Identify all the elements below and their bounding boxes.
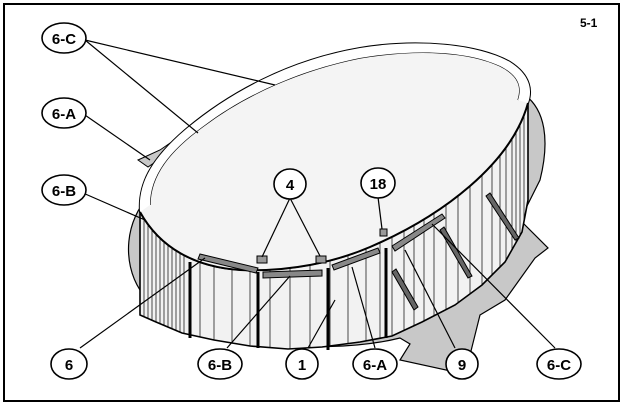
callout-label: 4 [286,177,295,194]
callout-label: 1 [298,357,306,374]
callout-label: 6-B [208,357,232,374]
callout-6c-bottom: 6-C [536,348,582,380]
callout-label: 9 [458,357,466,374]
callout-label: 6-A [52,106,76,123]
callout-label: 6-C [52,31,76,48]
callout-6-bottom: 6 [50,348,88,380]
callout-1: 1 [285,348,319,380]
callout-4: 4 [273,168,307,200]
connector-parts [256,228,388,264]
leader-lines [79,39,556,349]
callout-6a-bottom: 6-A [352,348,398,380]
callout-label: 6-C [547,357,571,374]
callout-label: 18 [370,176,387,193]
callout-label: 6-B [52,183,76,200]
callout-6b-left: 6-B [41,174,87,206]
rail-parts [197,213,446,279]
callout-label: 6 [65,357,73,374]
inner-wall-face [139,43,531,213]
callout-9: 9 [445,348,479,380]
callout-label: 6-A [363,357,387,374]
callout-6a-left: 6-A [41,97,87,129]
callout-6c-top: 6-C [41,22,87,54]
callout-18: 18 [360,167,396,199]
callout-6b-bottom: 6-B [197,348,243,380]
wall-uprights [188,248,388,350]
figure-number: 5-1 [580,16,598,30]
